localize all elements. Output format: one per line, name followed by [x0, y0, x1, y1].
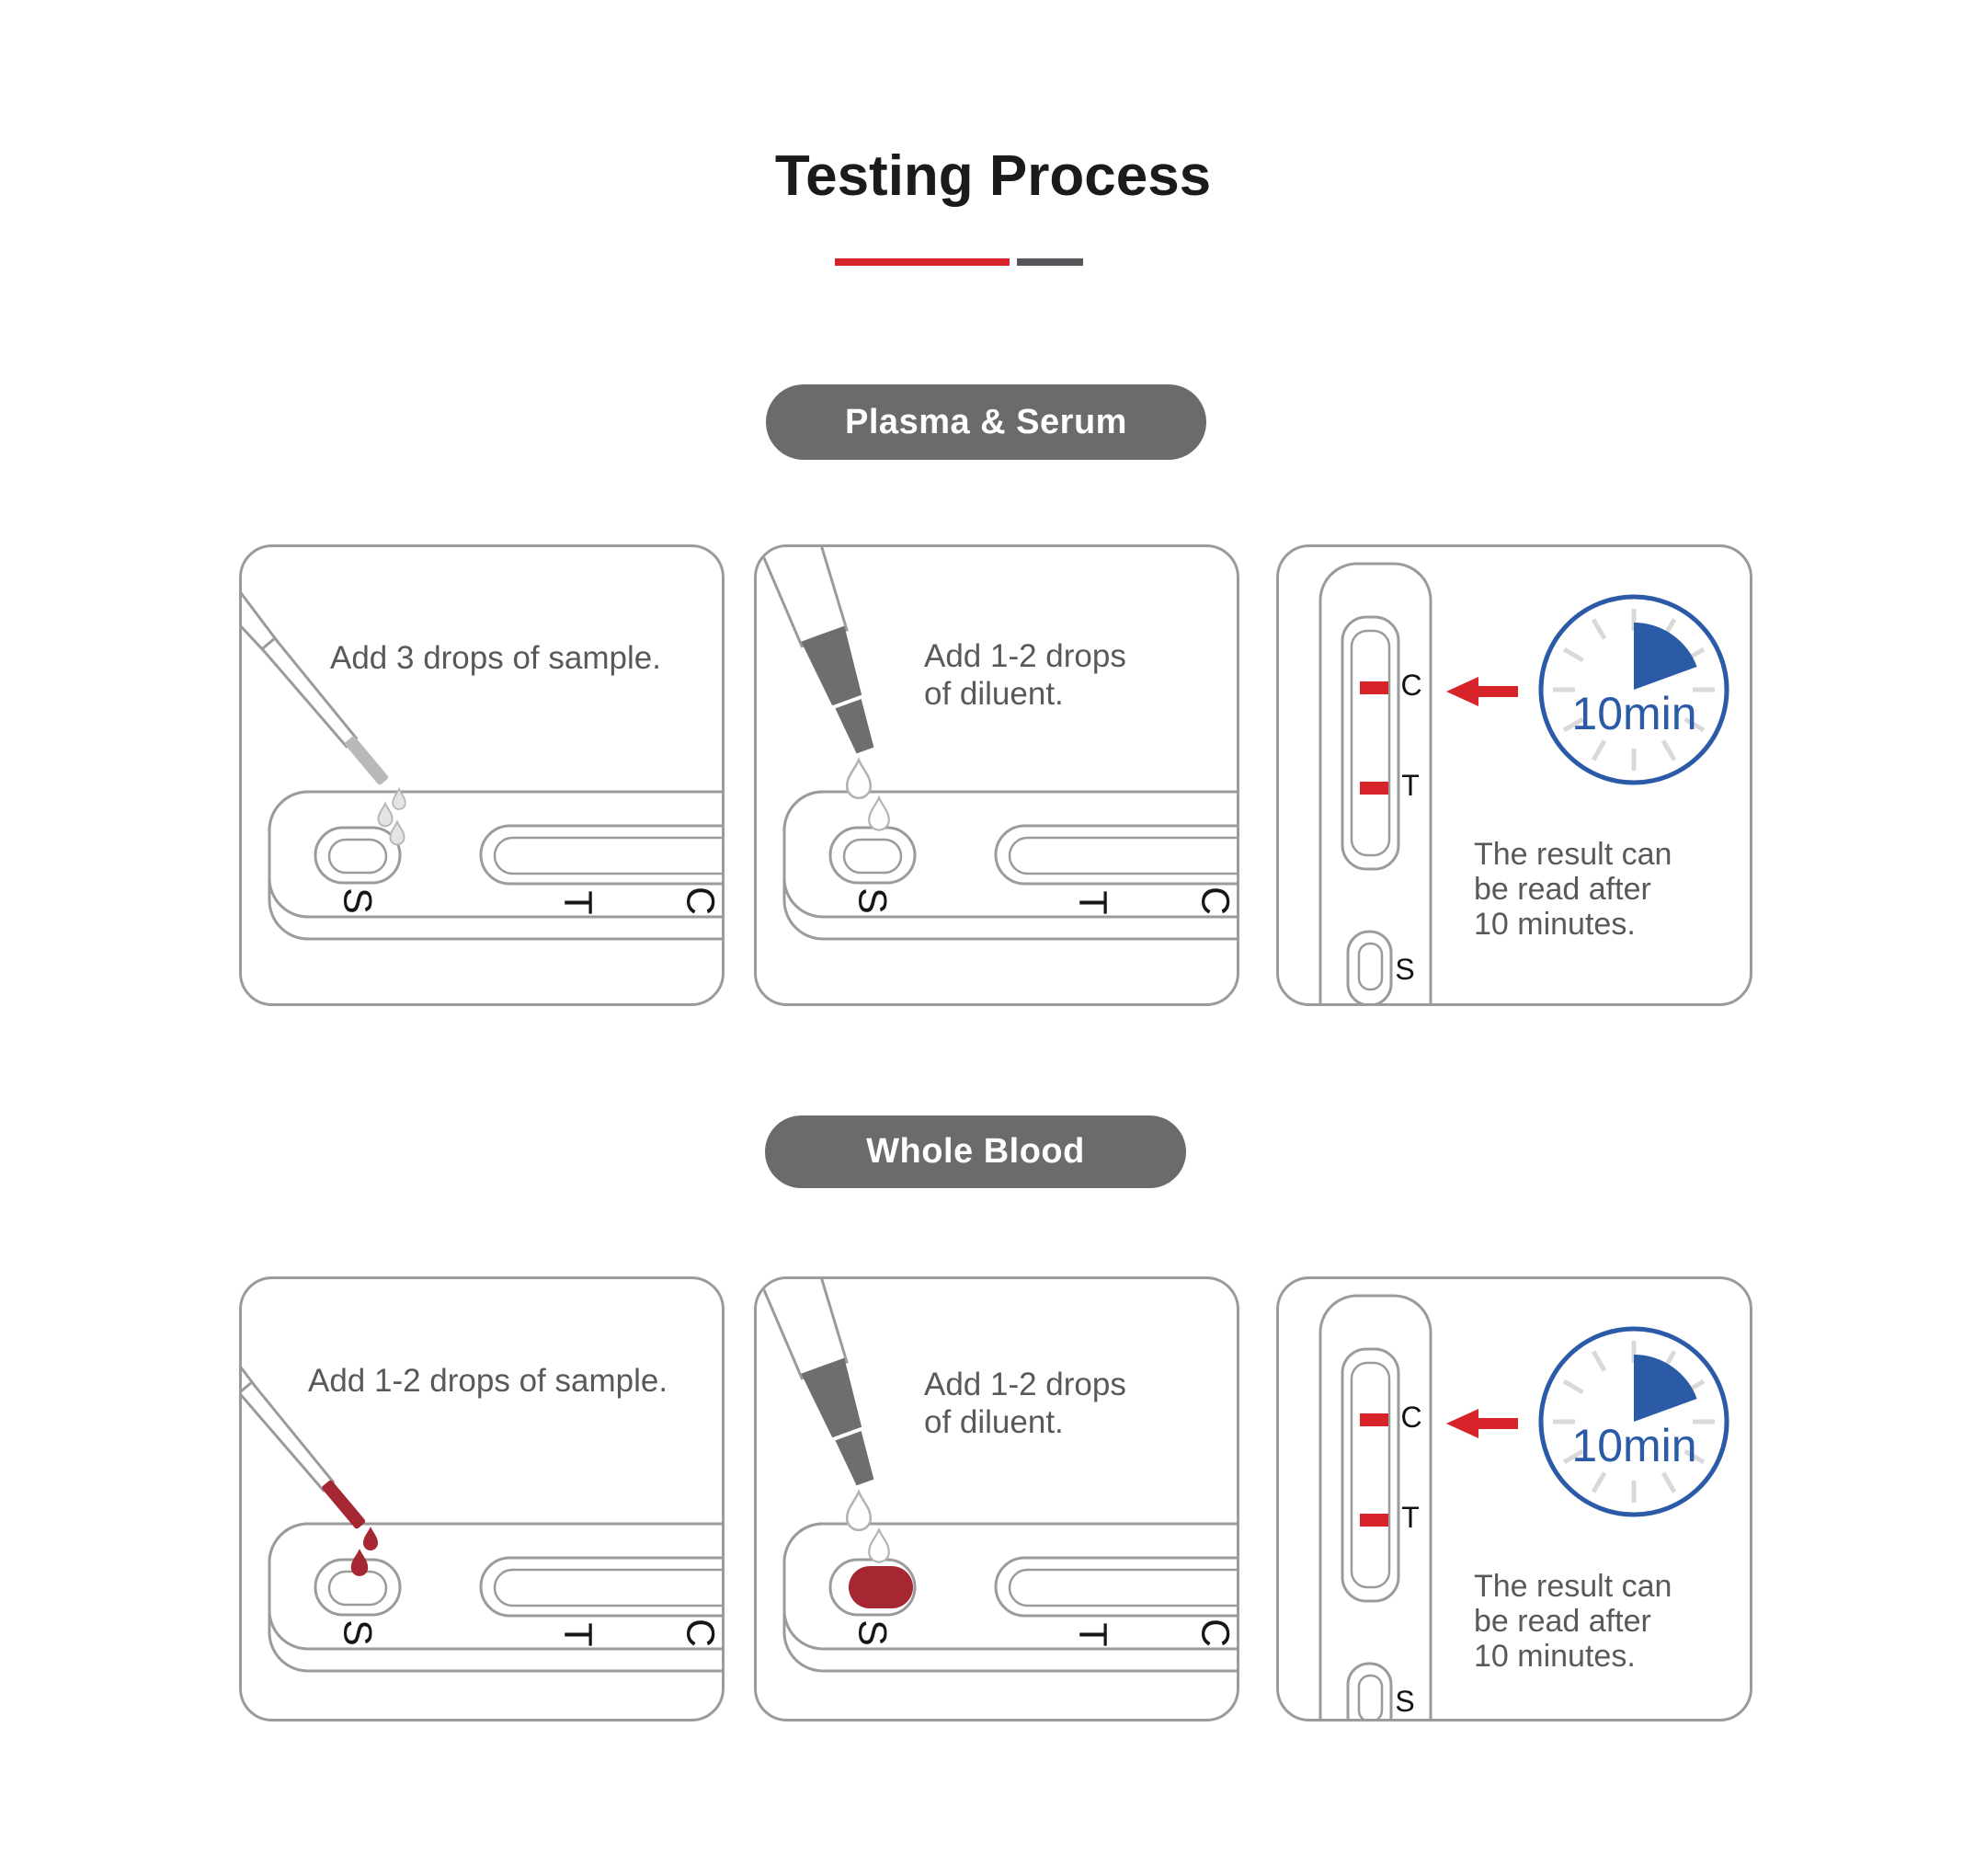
sample-well-label: S	[850, 1619, 895, 1646]
control-line-label: C	[1193, 886, 1238, 916]
step-instruction: Add 1-2 drops of diluent.	[924, 1367, 1126, 1440]
add-sample-illustration	[242, 1279, 722, 1673]
sample-drops-icon	[377, 786, 406, 846]
test-line-label: T	[1070, 1622, 1115, 1647]
clock-icon	[1538, 594, 1729, 785]
control-line-label: C	[1193, 1618, 1238, 1648]
clock-icon	[1538, 1326, 1729, 1517]
arrow-left-icon	[1446, 1409, 1518, 1438]
sample-well-label: S	[335, 887, 380, 914]
title-underline-gray	[1017, 258, 1083, 266]
timer-value: 10min	[1571, 688, 1697, 739]
result-note: The result can be read after 10 minutes.	[1474, 1569, 1672, 1674]
section-badge-whole-blood: Whole Blood	[765, 1115, 1186, 1188]
timer-value: 10min	[1571, 1420, 1697, 1471]
control-line-label: C	[1400, 669, 1422, 702]
badge-label: Whole Blood	[866, 1132, 1085, 1171]
test-cassette-top-icon	[782, 790, 1237, 941]
blood-drops-icon	[350, 1527, 378, 1576]
control-line	[1360, 1413, 1388, 1426]
test-line	[1360, 1514, 1388, 1527]
test-cassette-top-icon	[268, 790, 722, 941]
test-cassette-top-icon	[268, 1522, 722, 1673]
diluent-drops-icon	[845, 1488, 890, 1563]
diluent-drops-icon	[845, 756, 890, 831]
step-panel-plasma-add-diluent: Add 1-2 drops of diluent. S T C	[754, 544, 1239, 1006]
control-line-label: C	[678, 886, 723, 916]
result-illustration	[1318, 1294, 1729, 1719]
test-line-label: T	[555, 890, 600, 915]
add-sample-illustration	[242, 547, 722, 941]
sample-well-label: S	[1395, 953, 1415, 986]
title-underline-red	[835, 258, 1010, 266]
step-panel-plasma-add-sample: Add 3 drops of sample. S T C	[239, 544, 725, 1006]
test-line-label: T	[1401, 769, 1420, 802]
result-illustration	[1318, 562, 1729, 1003]
control-line	[1360, 681, 1388, 694]
test-cassette-front-icon	[1318, 1294, 1432, 1719]
pipette-icon	[242, 547, 389, 785]
step-instruction: Add 3 drops of sample.	[330, 640, 661, 676]
page-title: Testing Process	[774, 144, 1212, 208]
step-instruction: Add 1-2 drops of sample.	[308, 1363, 668, 1399]
test-cassette-front-icon	[1318, 562, 1432, 1003]
step-panel-plasma-result: C T S 10min The result can be read after…	[1276, 544, 1752, 1006]
test-line-label: T	[555, 1622, 600, 1647]
test-line-label: T	[1401, 1501, 1420, 1534]
control-line-label: C	[678, 1618, 723, 1648]
blood-filled-well	[849, 1566, 913, 1608]
clock-wedge-10min	[1634, 623, 1697, 690]
step-panel-blood-add-sample: Add 1-2 drops of sample. S T C	[239, 1276, 725, 1722]
diluent-bottle-icon	[757, 547, 874, 754]
diluent-bottle-icon	[757, 1279, 874, 1486]
badge-label: Plasma & Serum	[845, 402, 1127, 441]
add-diluent-illustration	[757, 1279, 1237, 1673]
test-line-label: T	[1070, 890, 1115, 915]
step-panel-blood-add-diluent: Add 1-2 drops of diluent. S T C	[754, 1276, 1239, 1722]
pipette-icon	[242, 1279, 366, 1529]
control-line-label: C	[1400, 1401, 1422, 1434]
result-note: The result can be read after 10 minutes.	[1474, 837, 1672, 942]
section-badge-plasma-serum: Plasma & Serum	[766, 384, 1206, 460]
sample-well-label: S	[1395, 1685, 1415, 1718]
add-diluent-illustration	[757, 547, 1237, 941]
sample-well-label: S	[335, 1619, 380, 1646]
test-cassette-top-icon	[782, 1522, 1237, 1673]
test-line	[1360, 782, 1388, 795]
step-instruction: Add 1-2 drops of diluent.	[924, 638, 1126, 712]
step-panel-blood-result: C T S 10min The result can be read after…	[1276, 1276, 1752, 1722]
clock-wedge-10min	[1634, 1355, 1697, 1422]
sample-well-label: S	[850, 887, 895, 914]
arrow-left-icon	[1446, 677, 1518, 706]
